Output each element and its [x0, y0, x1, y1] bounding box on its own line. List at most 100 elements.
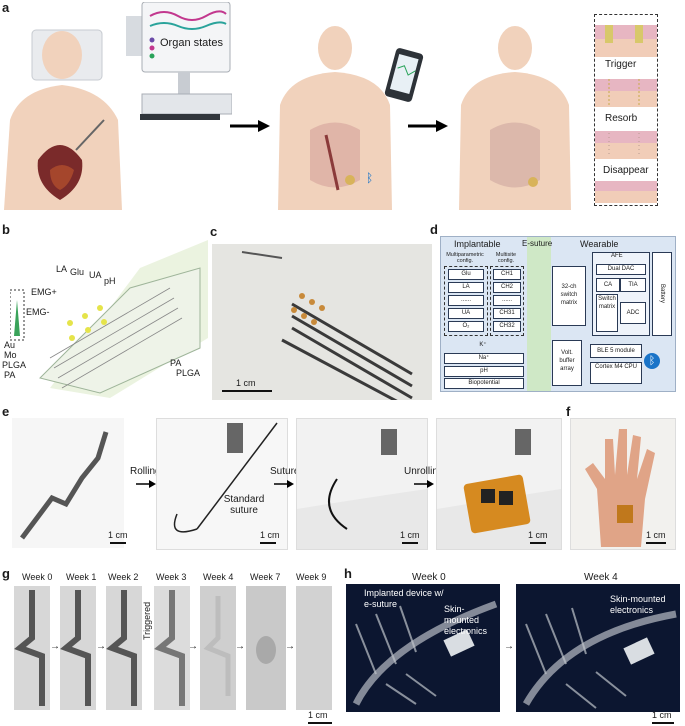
panel-label-a: a [2, 0, 10, 15]
arrow-right-icon: → [188, 641, 198, 652]
panel-label-f: f [566, 404, 571, 419]
afe-label: AFE [611, 253, 623, 259]
triggered-label: Triggered [142, 601, 152, 640]
panel-label-h: h [344, 566, 352, 581]
week-7-photo [246, 586, 286, 710]
scale-label-g: 1 cm [308, 710, 328, 720]
multiparam-label: Multiparametric config. [446, 252, 484, 264]
tia-block: TIA [620, 278, 646, 292]
sensor-la: LA [448, 282, 484, 293]
skin-mounted-label-week0: Skin-mounted electronics [444, 604, 488, 636]
label-pa-right: PA [170, 358, 182, 368]
unrolling-label: Unrolling [404, 466, 444, 477]
label-glu: Glu [70, 267, 85, 277]
scale-label-h: 1 cm [652, 710, 672, 720]
patient-implant-illustration [278, 26, 392, 210]
arrow-right-icon: → [96, 641, 106, 652]
week-label-1: Week 1 [66, 572, 97, 582]
tissue-layer-1 [595, 25, 657, 57]
scale-bar [110, 542, 126, 544]
suture-label: Suture [270, 466, 300, 477]
patient-surgery-illustration [4, 29, 122, 210]
ca-block: CA [596, 278, 620, 292]
week-label-9: Week 9 [296, 572, 327, 582]
channel-ch32: CH32 [493, 321, 521, 332]
channel-ch2: CH2 [493, 282, 521, 293]
scale-label-c: 1 cm [236, 378, 256, 388]
dual-dac: Dual DAC [596, 264, 646, 275]
scale-bar [260, 542, 276, 544]
rolled-suture-photo [156, 418, 288, 550]
bluetooth-icon: ᛒ [644, 353, 660, 369]
standard-suture-label: Standard suture [223, 494, 265, 516]
week-1-photo [60, 586, 96, 710]
arrow-right-icon [408, 120, 448, 132]
resorb-step-label: Resorb [605, 113, 638, 124]
tissue-layer-4 [595, 181, 657, 203]
ct-scan-week-0 [346, 584, 500, 712]
arrow-right-icon [136, 480, 156, 488]
header-wearable: Wearable [580, 239, 619, 249]
tissue-layer-3 [595, 131, 657, 159]
week-0-photo [14, 586, 50, 710]
sutured-tissue-photo [296, 418, 428, 550]
arrow-right-icon [414, 480, 434, 488]
label-au: Au [4, 340, 16, 350]
ion-ph: pH [444, 366, 524, 377]
panel-label-g: g [2, 566, 10, 581]
panel-label-d: d [430, 222, 438, 237]
scale-bar [308, 722, 332, 724]
scale-bar [402, 542, 418, 544]
smartphone-illustration [384, 48, 424, 102]
label-emg-plus: EMG+ [31, 287, 57, 297]
week-4-label: Week 4 [584, 572, 618, 583]
organ-states-label: Organ states [160, 37, 223, 49]
flat-device-photo [12, 418, 124, 548]
week-label-4: Week 4 [203, 572, 234, 582]
computer-monitor-illustration [126, 2, 232, 120]
device-photo [212, 244, 432, 400]
cortex-cpu: Cortex M4 CPU [590, 362, 642, 384]
switch-matrix-inner: Switch matrix [596, 294, 618, 332]
pcb-photo [436, 418, 562, 550]
channel-ch31: CH31 [493, 308, 521, 319]
multisite-box [490, 266, 524, 336]
scale-bar [652, 722, 674, 724]
rolling-label: Rolling [130, 466, 161, 477]
header-implantable: Implantable [454, 239, 501, 249]
multisite-label: Multisite config. [495, 252, 517, 264]
disappear-step-label: Disappear [603, 165, 649, 176]
arrow-right-icon [230, 120, 270, 132]
multiparam-box [444, 266, 488, 336]
sensor-glu: Glu [448, 269, 484, 280]
implanted-device-label: Implanted device w/ e-suture [364, 588, 444, 609]
arrow-right-icon: → [235, 641, 245, 652]
label-ph: pH [104, 276, 116, 286]
trigger-step-label: Trigger [605, 59, 637, 70]
week-4-photo [200, 586, 236, 710]
patient-resorbed-illustration [459, 26, 571, 210]
week-label-0: Week 0 [22, 572, 53, 582]
week-label-7: Week 7 [250, 572, 281, 582]
scale-label-e1: 1 cm [108, 530, 128, 540]
label-plga: PLGA [2, 360, 27, 370]
panel-label-e: e [2, 404, 10, 419]
week-label-3: Week 3 [156, 572, 187, 582]
scale-bar [646, 542, 666, 544]
label-emg-minus: EMG- [26, 307, 50, 317]
week-label-2: Week 2 [108, 572, 139, 582]
scale-label-e3: 1 cm [400, 530, 420, 540]
degradation-steps-box: Trigger Resorb Disappear [594, 14, 658, 206]
scale-label-e2: 1 cm [260, 530, 280, 540]
layered-device-schematic [10, 240, 208, 398]
bluetooth-icon: ᛒ [366, 171, 374, 185]
switch-matrix-32ch: 32-ch switch matrix [552, 266, 586, 326]
volt-buffer-array: Volt. buffer array [552, 340, 582, 386]
e-suture-strip [527, 237, 551, 391]
ion-na: Na⁺ [444, 353, 524, 364]
hand-photo [570, 418, 676, 550]
week-9-photo [296, 586, 332, 710]
ct-scan-week-4 [516, 584, 680, 712]
arrow-right-icon: → [504, 641, 514, 652]
arrow-right-icon: → [285, 641, 295, 652]
